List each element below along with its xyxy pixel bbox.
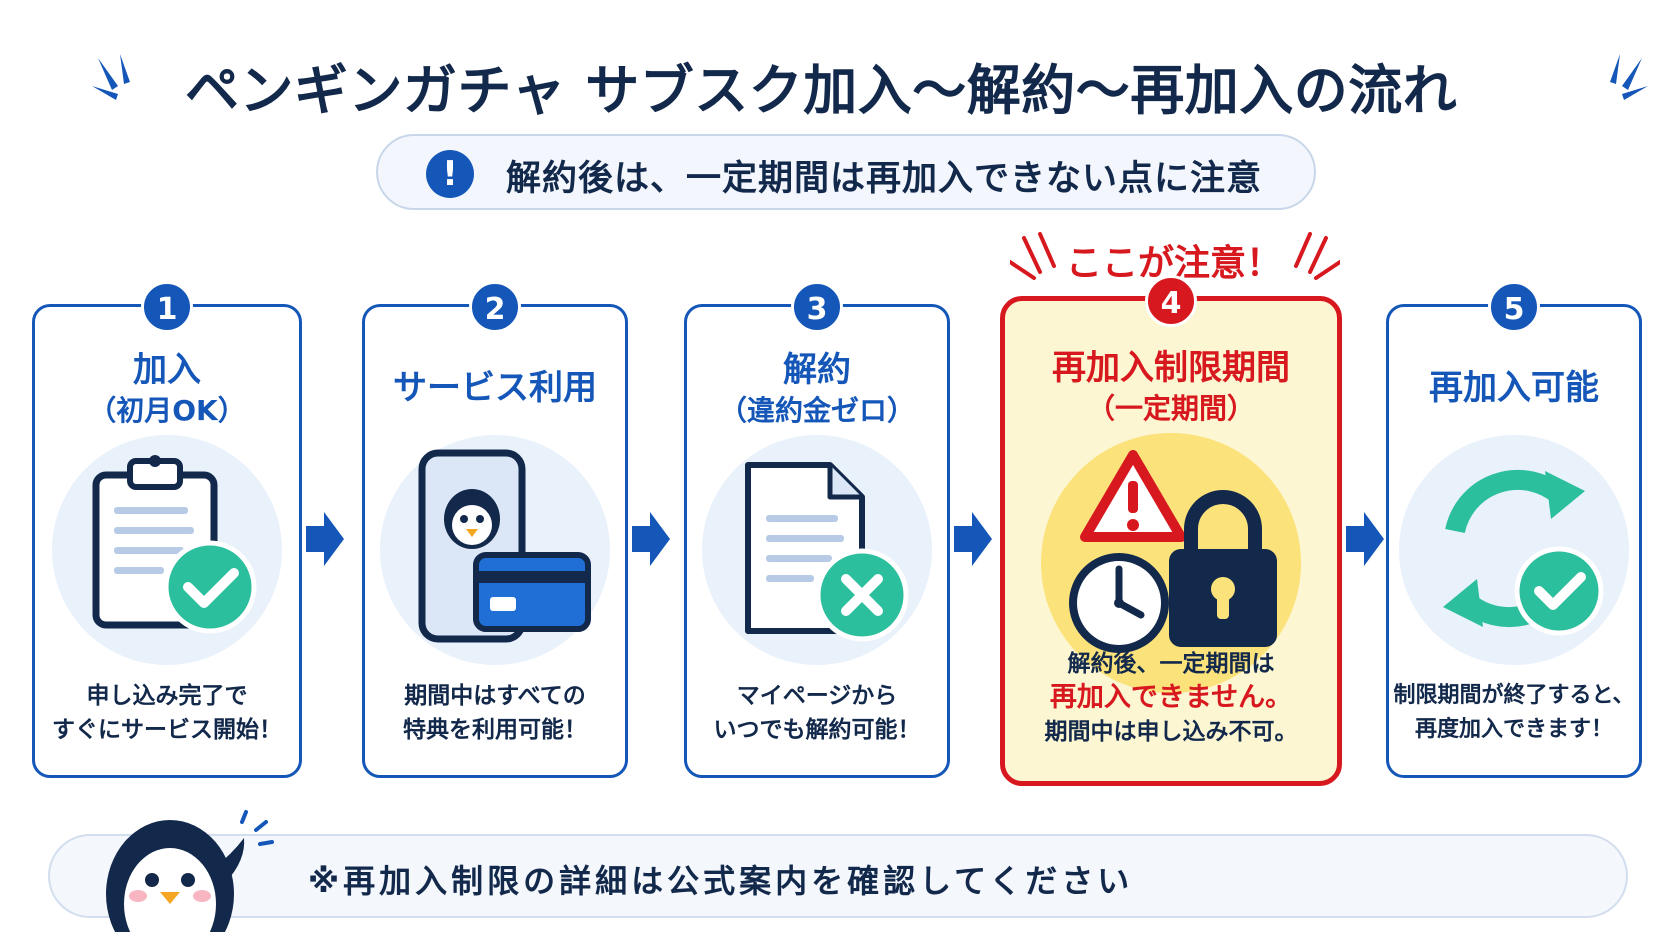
step-title: 再加入可能 [1429,368,1599,408]
desc-line: 制限期間が終了すると、 [1393,683,1635,708]
step-number-badge: 3 [791,281,843,333]
desc-line-emphasis: 再加入できません。 [1049,682,1293,713]
notice-banner: ! 解約後は、一定期間は再加入できない点に注意 [376,134,1316,210]
desc-line: マイページから [736,683,898,709]
arrow-right-icon [1346,512,1384,566]
arrow-right-icon [954,512,992,566]
step-description: 制限期間が終了すると、 再度加入できます！ [1389,679,1639,747]
step-illustration [702,435,932,665]
step-title: 加入 [133,350,201,390]
step-subtitle: （違約金ゼロ） [718,394,915,427]
notice-text: 解約後は、一定期間は再加入できない点に注意 [506,159,1263,199]
title-row: ペンギンガチャ サブスク加入〜解約〜再加入の流れ [0,38,1672,122]
step-number-badge: 1 [141,281,193,333]
burst-left-icon [92,54,130,100]
callout-burst-icon [1010,232,1340,280]
step-card-5: 5 再加入可能 制限期間が終了すると、 再度加入できます！ [1386,281,1642,778]
step-description: マイページから いつでも解約可能！ [687,679,947,747]
warning-clock-lock-icon [1069,450,1277,653]
phone-card-icon [418,449,591,643]
page-title: ペンギンガチャ サブスク加入〜解約〜再加入の流れ [185,59,1458,122]
desc-line: 特典を利用可能！ [403,717,587,743]
step-description: 期間中はすべての 特典を利用可能！ [365,679,625,747]
step-title: サービス利用 [393,368,597,408]
desc-line: いつでも解約可能！ [713,717,921,743]
step-number-badge: 5 [1488,281,1540,333]
desc-line: すぐにサービス開始！ [52,717,282,743]
footer-text: ※再加入制限の詳細は公式案内を確認してください [308,862,1134,900]
desc-line: 期間中はすべての [404,683,586,709]
step-description: 申し込み完了で すぐにサービス開始！ [35,679,299,747]
desc-line: 再度加入できます！ [1414,717,1613,742]
step-title: 再加入制限期間 [1052,348,1290,388]
desc-line: 解約後、一定期間は [1067,651,1275,677]
step-number-badge: 4 [1145,275,1197,327]
step-illustration [1399,435,1629,665]
footer-banner: ※再加入制限の詳細は公式案内を確認してください [48,834,1628,918]
step-card-4: 4 再加入制限期間 （一定期間） 解約後、一定期間は 再加入できません。 期間中… [1000,275,1342,786]
step-description: 解約後、一定期間は 再加入できません。 期間中は申し込み不可。 [1005,647,1337,749]
step-title: 解約 [783,350,851,390]
desc-line: 申し込み完了で [86,683,248,709]
penguin-icon [106,810,274,932]
arrow-right-icon [632,512,670,566]
arrow-right-icon [306,512,344,566]
step-subtitle: （一定期間） [1086,392,1255,425]
step-subtitle: （初月OK） [88,394,246,427]
step-number-badge: 2 [469,281,521,333]
desc-line: 期間中は申し込み不可。 [1044,719,1298,745]
exclamation-icon: ! [426,150,474,198]
cycle-check-icon [1443,469,1604,636]
document-cancel-icon [745,462,909,642]
step-illustration [1041,433,1301,693]
burst-right-icon [1610,54,1648,100]
step-illustration [380,435,610,665]
step-card-3: 3 解約 （違約金ゼロ） マイページから いつでも解約可能！ [684,281,950,778]
step-card-2: 2 サービス利用 期間中はすべての 特典を利用可能！ [362,281,628,778]
step-card-1: 1 加入 （初月OK） 申し込み完了で すぐにサービス開始！ [32,281,302,778]
step-illustration [52,435,282,665]
clipboard-check-icon [92,455,257,634]
